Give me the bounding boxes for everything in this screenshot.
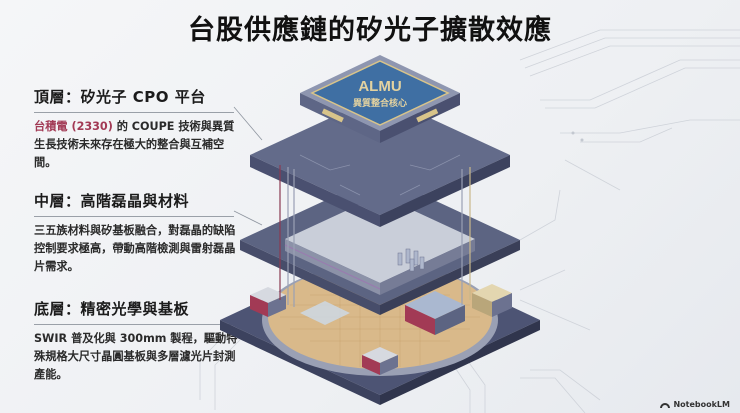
section-bottom-layer: 底層：精密光學與基板 SWIR 普及化與 300mm 製程，驅動特殊規格大尺寸晶… — [34, 298, 239, 384]
pillar-array — [397, 248, 425, 272]
section-body-middle: 三五族材料與矽基板融合，對磊晶的缺陷控制要求極高，帶動高階檢測與雷射磊晶片需求。 — [34, 224, 236, 273]
middle-epitaxy-layer — [240, 175, 520, 315]
section-heading-top: 頂層：矽光子 CPO 平台 — [34, 88, 206, 106]
filter-stack-left — [250, 287, 286, 317]
layer-stack-diagram: ALMU 異質整合核心 — [220, 55, 540, 405]
notebooklm-logo-icon — [660, 402, 671, 408]
section-middle-layer: 中層：高階磊晶與材料 三五族材料與矽基板融合，對磊晶的缺陷控制要求極高，帶動高階… — [34, 190, 239, 276]
section-body-bottom: SWIR 普及化與 300mm 製程，驅動特殊規格大尺寸晶圓基板與多層濾光片封測… — [34, 332, 238, 381]
almu-chip: ALMU 異質整合核心 — [300, 55, 460, 143]
section-body-top-text: 的 COUPE 技術與異質生長技術未來存在極大的整合與互補空間。 — [34, 120, 235, 169]
watermark: NotebookLM — [660, 400, 730, 409]
divider-bottom — [34, 324, 234, 325]
chip-label: ALMU — [358, 78, 401, 95]
section-heading-bottom: 底層：精密光學與基板 — [34, 300, 190, 318]
bottom-substrate-layer — [220, 245, 540, 405]
divider-top — [34, 112, 234, 113]
glass-chip — [300, 301, 350, 325]
filter-stack-right — [472, 284, 512, 317]
watermark-label: NotebookLM — [673, 400, 730, 409]
section-body-top: 台積電 (2330) 的 COUPE 技術與異質生長技術未來存在極大的整合與互補… — [34, 118, 239, 172]
filter-stack-front — [362, 347, 398, 375]
section-heading-middle: 中層：高階磊晶與材料 — [34, 192, 190, 210]
top-platform-layer — [250, 95, 510, 227]
page-title: 台股供應鏈的矽光子擴散效應 — [188, 15, 552, 46]
section-top-layer: 頂層：矽光子 CPO 平台 台積電 (2330) 的 COUPE 技術與異質生長… — [34, 86, 239, 172]
chip-sublabel: 異質整合核心 — [353, 97, 407, 109]
divider-middle — [34, 216, 234, 217]
optical-block — [405, 291, 465, 335]
highlight-tsmc: 台積電 (2330) — [34, 120, 113, 133]
